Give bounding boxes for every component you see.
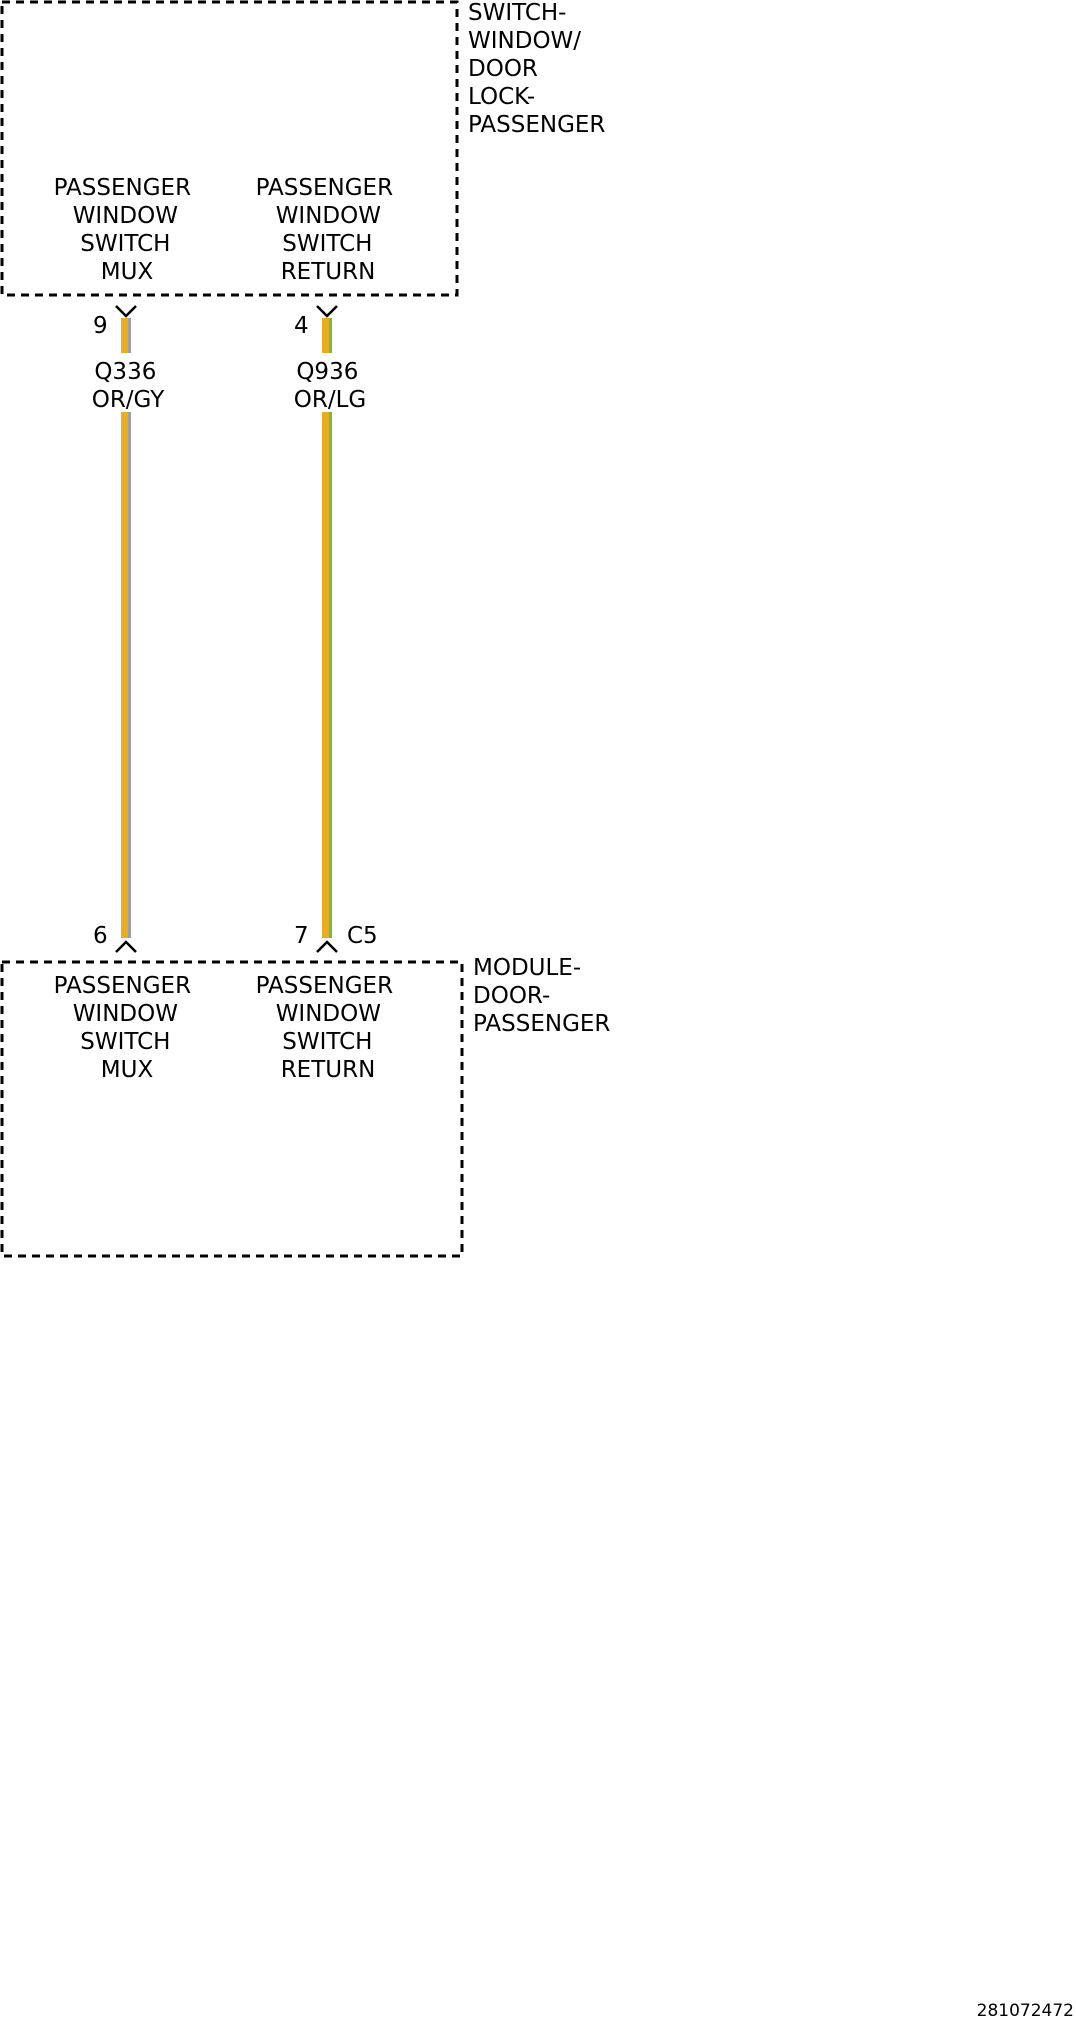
diagram-id: 281072472	[977, 2001, 1074, 2021]
top-pin-9-terminal	[115, 305, 137, 318]
wire-q336-label: Q336 OR/GY	[92, 359, 166, 413]
wire-q936-upper-stripe	[329, 318, 332, 353]
top-pin-9-number: 9	[93, 313, 108, 339]
bottom-component-name: MODULE- DOOR- PASSENGER	[473, 955, 610, 1037]
bottom-pin-label-mux: PASSENGER WINDOW SWITCH MUX	[54, 973, 199, 1083]
bottom-pin-6-number: 6	[93, 923, 108, 949]
wire-q936-lower-base	[322, 412, 329, 938]
bottom-connector-id: C5	[347, 923, 378, 949]
wire-q336-upper-base	[121, 318, 128, 353]
bottom-pin-7-terminal	[316, 940, 338, 953]
wire-q336-circuit: Q336	[94, 359, 156, 385]
top-pin-label-mux: PASSENGER WINDOW SWITCH MUX	[54, 175, 199, 285]
wire-q936-circuit: Q936	[296, 359, 358, 385]
wire-q336-lower-base	[121, 412, 128, 938]
wire-q936-label: Q936 OR/LG	[294, 359, 366, 413]
bottom-pin-label-return: PASSENGER WINDOW SWITCH RETURN	[256, 973, 401, 1083]
top-component-name: SWITCH- WINDOW/ DOOR LOCK- PASSENGER	[468, 0, 605, 138]
wire-q936	[322, 318, 332, 938]
wire-q936-color-code: OR/LG	[294, 387, 366, 413]
wire-q336-lower-stripe	[128, 412, 131, 938]
top-pin-label-return: PASSENGER WINDOW SWITCH RETURN	[256, 175, 401, 285]
wire-q336-color-code: OR/GY	[92, 387, 166, 413]
top-component-box	[0, 0, 459, 297]
top-pin-4-number: 4	[294, 313, 309, 339]
top-pin-4-terminal	[316, 305, 338, 318]
bottom-pin-6-terminal	[115, 940, 137, 953]
wire-q336	[121, 318, 131, 938]
bottom-component-box	[0, 960, 464, 1258]
wire-q936-lower-stripe	[329, 412, 332, 938]
bottom-pin-7-number: 7	[294, 923, 309, 949]
wire-q936-upper-base	[322, 318, 329, 353]
wire-q336-upper-stripe	[128, 318, 131, 353]
